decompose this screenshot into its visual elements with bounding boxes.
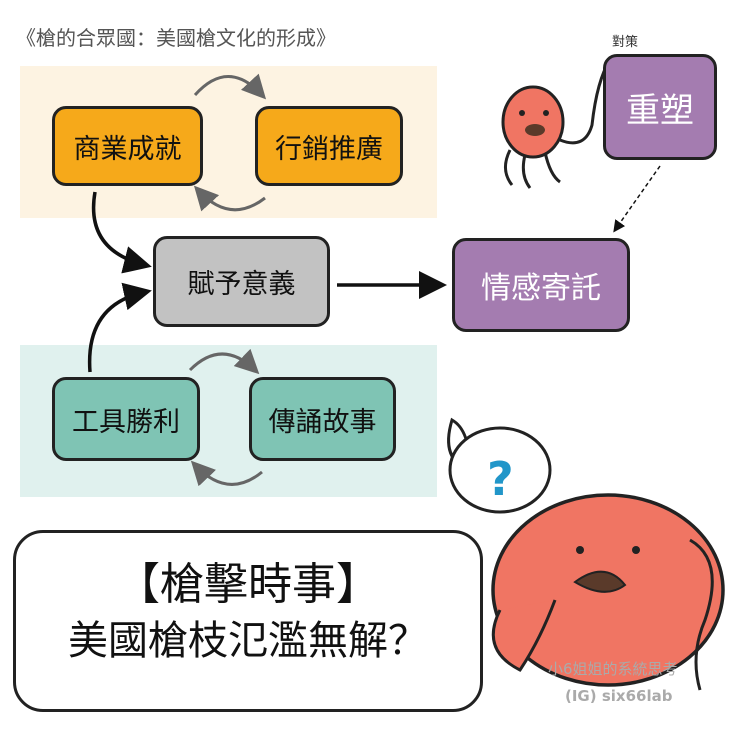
loop-arrow-bottom-left — [190, 460, 263, 487]
arrow-commercial-to-meaning — [91, 191, 152, 274]
loop-arrow-bottom-right — [188, 348, 260, 375]
bubble-question: 美國槍枝氾濫無解？ — [68, 618, 428, 664]
speech-bubble: 【槍擊時事】 美國槍枝氾濫無解？ — [13, 530, 483, 712]
node-storytelling: 傳誦故事 — [249, 377, 396, 461]
arrow-reshape-to-emotion — [613, 165, 661, 233]
loop-arrow-top-right — [193, 73, 267, 100]
loop-arrow-top-left — [193, 185, 266, 212]
node-reshape: 重塑 — [603, 54, 717, 160]
credit-author: 小6姐姐的系統思考 — [548, 660, 678, 678]
node-emotional-attachment: 情感寄託 — [452, 238, 630, 332]
credit-instagram: (IG) six66lab — [565, 687, 673, 705]
bubble-headline: 【槍擊時事】 — [116, 559, 380, 610]
node-marketing: 行銷推廣 — [255, 106, 403, 186]
big-octopus-illustration: ? — [447, 417, 725, 691]
countermeasure-label: 對策 — [612, 35, 639, 50]
svg-text:?: ? — [487, 452, 514, 506]
node-give-meaning: 賦予意義 — [153, 236, 330, 327]
page-title: 《槍的合眾國：美國槍文化的形成》 — [16, 26, 336, 50]
node-commercial-success: 商業成就 — [52, 106, 203, 186]
node-tool-victory: 工具勝利 — [52, 377, 200, 461]
arrow-tool-to-meaning — [87, 282, 152, 373]
small-octopus-illustration — [501, 59, 612, 189]
